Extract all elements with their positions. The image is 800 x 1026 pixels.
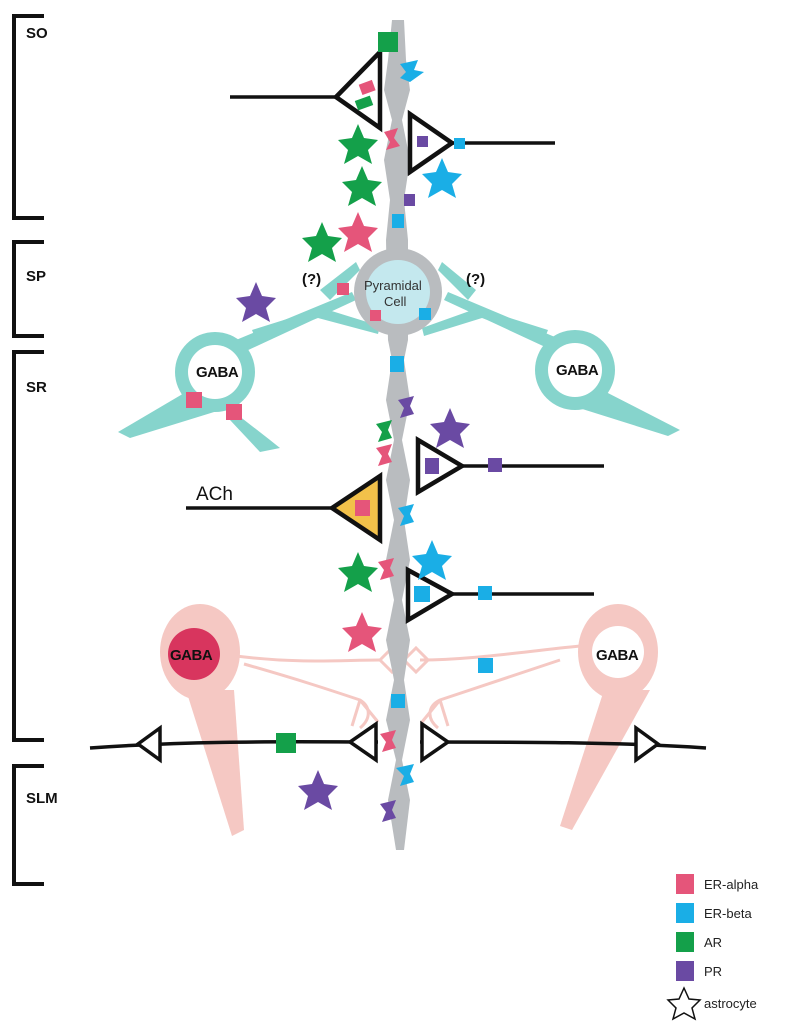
er-alpha-marker: [186, 392, 202, 408]
er-alpha-chevron: [384, 128, 400, 150]
astrocyte-er-beta-star: [422, 158, 462, 198]
teal-interneuron-left-nucleus: [188, 345, 242, 399]
er-beta-marker: [390, 356, 404, 372]
pink-interneuron-right-nucleus: [592, 626, 644, 678]
er-beta-marker: [392, 214, 404, 228]
er-beta-chevron: [400, 60, 424, 82]
er-alpha-marker: [358, 79, 376, 96]
astrocytes: [236, 124, 470, 810]
pr-chevron: [380, 800, 396, 822]
teal-interneuron-right-nucleus: [548, 343, 602, 397]
legend-label-er-alpha: ER-alpha: [704, 877, 759, 892]
pr-marker: [488, 458, 502, 472]
gaba-label-teal-right: GABA: [556, 362, 599, 379]
astrocyte-ar-star: [302, 222, 342, 262]
layer-label-sr: SR: [26, 379, 47, 396]
legend-label-astrocyte: astrocyte: [704, 996, 757, 1011]
terminal-slm-right-inner: [420, 720, 452, 764]
gaba-label-pink-right: GABA: [596, 647, 639, 664]
er-alpha-marker: [337, 283, 349, 295]
er-beta-marker: [454, 138, 465, 149]
terminal-slm-left-outer: [135, 724, 162, 764]
question-label-left: (?): [302, 271, 321, 288]
pyramidal-label-line2: Cell: [384, 294, 407, 309]
pyramidal-label-line1: Pyramidal: [364, 278, 422, 293]
pyramidal-nucleus: [366, 260, 430, 324]
astrocyte-pr-star: [298, 770, 338, 810]
receptor-markers: [186, 32, 502, 753]
teal-interneuron-right: [422, 262, 680, 436]
pr-chevron: [398, 396, 414, 418]
legend-label-ar: AR: [704, 935, 722, 950]
legend-astrocyte-star-icon: [666, 986, 702, 1021]
legend-label-pr: PR: [704, 964, 722, 979]
terminal-slm-right-outer: [634, 724, 661, 764]
terminal-so-right: [407, 109, 456, 177]
bracket-sr: [12, 350, 44, 742]
er-beta-marker: [478, 586, 492, 600]
pr-marker: [417, 136, 428, 147]
astrocyte-er-beta-star: [412, 540, 452, 580]
axon-terminals: [89, 46, 707, 764]
er-beta-marker: [478, 658, 493, 673]
astrocyte-pr-star: [430, 408, 470, 448]
er-beta-marker: [419, 308, 431, 320]
er-alpha-chevron: [378, 558, 394, 580]
pink-axon-net: [235, 644, 581, 730]
gaba-label-pink-left: GABA: [170, 647, 213, 664]
gaba-label-teal-left: GABA: [196, 364, 239, 381]
dendrite-receptor-chevrons: [376, 60, 424, 822]
legend-swatch-ar: [676, 932, 694, 952]
legend-swatch-er-alpha: [676, 874, 694, 894]
legend: ER-alpha ER-beta AR PR astrocyte: [666, 874, 759, 1021]
legend-swatch-er-beta: [676, 903, 694, 923]
layer-label-sp: SP: [26, 268, 46, 285]
er-beta-chevron: [396, 764, 414, 786]
er-beta-marker: [414, 586, 430, 602]
astrocyte-pr-star: [236, 282, 276, 322]
er-alpha-marker: [355, 500, 370, 516]
layer-brackets: [12, 14, 44, 886]
pink-interneuron-left-nucleus: [168, 628, 220, 680]
layer-label-slm: SLM: [26, 790, 58, 807]
terminal-so-left: [332, 46, 383, 133]
astrocyte-ar-star: [338, 552, 378, 592]
ar-marker: [378, 32, 398, 52]
bracket-so: [12, 14, 44, 220]
er-alpha-marker: [370, 310, 381, 321]
astrocyte-er-alpha-star: [338, 212, 378, 252]
astrocyte-ar-star: [342, 166, 382, 206]
bracket-slm: [12, 764, 44, 886]
terminal-sr-right-1: [415, 436, 467, 496]
pr-marker: [425, 458, 439, 474]
er-alpha-chevron: [376, 444, 392, 466]
er-alpha-chevron: [380, 730, 396, 752]
astrocyte-ar-star: [338, 124, 378, 164]
er-beta-marker: [391, 694, 405, 708]
ach-label: ACh: [196, 484, 233, 505]
astrocyte-er-alpha-star: [342, 612, 382, 652]
er-alpha-marker: [226, 404, 242, 420]
pr-marker: [404, 194, 415, 206]
ar-marker: [276, 733, 296, 753]
terminal-slm-left-inner: [346, 720, 378, 764]
bracket-sp: [12, 240, 44, 338]
layer-label-so: SO: [26, 25, 48, 42]
ar-chevron: [376, 420, 392, 442]
legend-swatch-pr: [676, 961, 694, 981]
er-beta-chevron: [398, 504, 414, 526]
legend-label-er-beta: ER-beta: [704, 906, 752, 921]
question-label-right: (?): [466, 271, 485, 288]
ar-marker: [354, 95, 374, 111]
